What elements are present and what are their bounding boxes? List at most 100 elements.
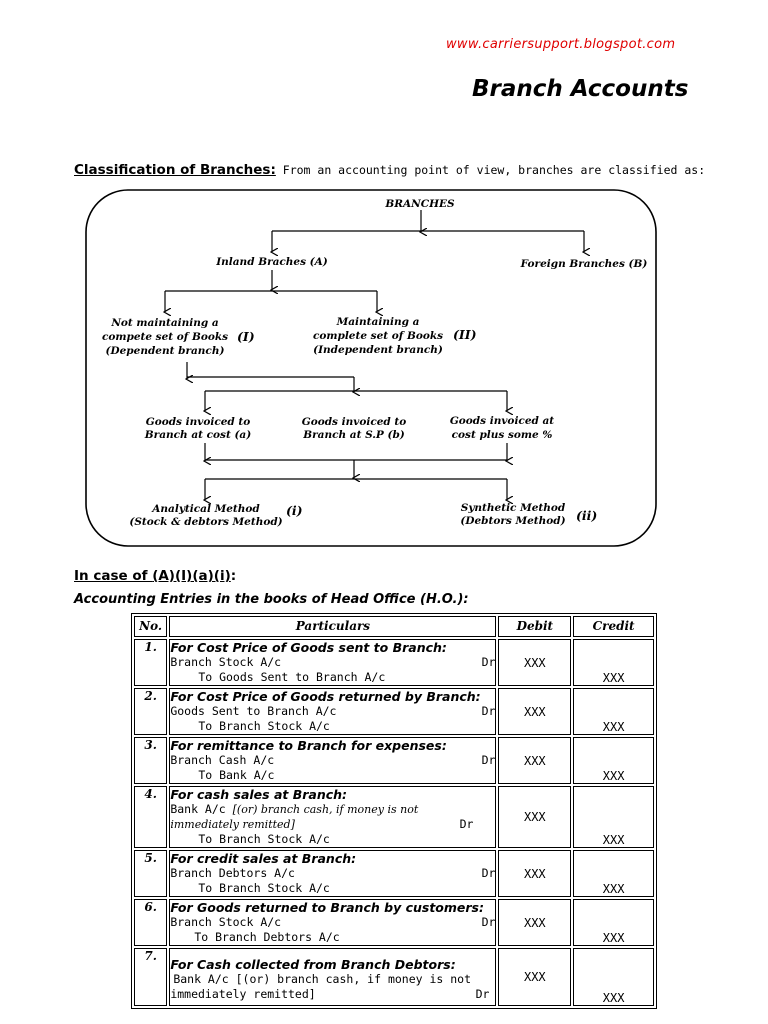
- dr-mark: Dr: [459, 817, 474, 831]
- debit-account: Branch Stock A/c: [170, 655, 282, 669]
- header-no: No.: [134, 616, 168, 637]
- accounting-entries-table: No. Particulars Debit Credit 1. For Cost…: [131, 613, 657, 1009]
- row-particulars: For Cost Price of Goods returned by Bran…: [169, 688, 497, 735]
- debit-line-cont: immediately remitted] Dr: [170, 987, 495, 1002]
- node-not-maintaining-tag: (I): [237, 329, 255, 344]
- credit-amount: XXX: [602, 931, 625, 945]
- node-maintaining-l3: (Independent branch): [313, 344, 443, 356]
- node-not-maintaining-l1: Not maintaining a: [110, 317, 219, 329]
- blog-url[interactable]: www.carriersupport.blogspot.com: [446, 37, 676, 52]
- dr-mark: Dr: [481, 915, 496, 929]
- table-header-row: No. Particulars Debit Credit: [134, 616, 654, 637]
- credit-line: To Goods Sent to Branch A/c: [198, 670, 386, 684]
- header-debit: Debit: [498, 616, 572, 637]
- debit-note-cont: immediately remitted]: [170, 987, 316, 1001]
- debit-amount: XXX: [523, 704, 546, 719]
- row-debit: XXX: [498, 948, 572, 1006]
- node-synthetic-l1: Synthetic Method: [461, 502, 566, 514]
- row-particulars: For credit sales at Branch: Branch Debto…: [169, 850, 497, 897]
- debit-amount: XXX: [523, 655, 546, 670]
- dr-mark: Dr: [475, 987, 490, 1001]
- entry-heading: For Cost Price of Goods sent to Branch:: [170, 640, 447, 655]
- dr-mark: Dr: [481, 655, 496, 669]
- row-debit: XXX: [498, 786, 572, 848]
- table-row: 6. For Goods returned to Branch by custo…: [134, 899, 654, 946]
- classification-text: From an accounting point of view, branch…: [275, 163, 706, 177]
- node-not-maintaining-l3: (Dependent branch): [106, 345, 225, 357]
- node-goods-cost-plus-l1: Goods invoiced at: [450, 415, 554, 427]
- dr-mark: Dr: [481, 704, 496, 718]
- node-analytical-l1: Analytical Method: [151, 503, 260, 515]
- row-credit: XXX: [573, 688, 654, 735]
- row-credit: XXX: [573, 948, 654, 1006]
- credit-line: To Branch Stock A/c: [198, 881, 330, 895]
- table-row: 1. For Cost Price of Goods sent to Branc…: [134, 639, 654, 686]
- entry-heading: For remittance to Branch for expenses:: [170, 738, 447, 753]
- node-goods-sp-l2: Branch at S.P (b): [302, 429, 405, 441]
- debit-note: [(or) branch cash, if money is not: [232, 803, 419, 816]
- debit-account: Branch Stock A/c: [170, 915, 282, 929]
- entry-heading: For Goods returned to Branch by customer…: [170, 900, 484, 915]
- page-title: Branch Accounts: [472, 76, 689, 102]
- case-heading-code: (A)(I)(a)(i): [152, 568, 231, 584]
- row-particulars: For remittance to Branch for expenses: B…: [169, 737, 497, 784]
- case-heading-prefix: In case of: [74, 568, 153, 584]
- credit-line: To Branch Debtors A/c: [194, 930, 340, 944]
- node-maintaining-tag: (II): [453, 327, 477, 342]
- node-inland: Inland Braches (A): [215, 256, 328, 268]
- row-no: 6.: [134, 899, 168, 946]
- debit-account: Branch Cash A/c: [170, 753, 275, 767]
- branch-classification-diagram: BRANCHES Inland Braches (A) Foreign Bran…: [85, 189, 657, 547]
- node-not-maintaining-l2: compete set of Books: [102, 331, 228, 343]
- credit-line: To Branch Stock A/c: [198, 719, 330, 733]
- row-debit: XXX: [498, 850, 572, 897]
- row-particulars: For Cost Price of Goods sent to Branch: …: [169, 639, 497, 686]
- table-row: 7. For Cash collected from Branch Debtor…: [134, 948, 654, 1006]
- node-synthetic-tag: (ii): [576, 508, 597, 523]
- node-goods-cost-l2: Branch at cost (a): [144, 429, 251, 441]
- node-goods-cost-l1: Goods invoiced to: [146, 416, 251, 428]
- row-no: 2.: [134, 688, 168, 735]
- row-particulars: For Goods returned to Branch by customer…: [169, 899, 497, 946]
- credit-amount: XXX: [602, 833, 625, 847]
- dr-mark: Dr: [481, 866, 496, 880]
- credit-amount: XXX: [602, 882, 625, 896]
- table-row: 4. For cash sales at Branch: Bank A/c [(…: [134, 786, 654, 848]
- credit-amount: XXX: [602, 769, 625, 783]
- debit-amount: XXX: [523, 753, 546, 768]
- entry-heading: For cash sales at Branch:: [170, 787, 348, 802]
- node-foreign: Foreign Branches (B): [520, 258, 648, 270]
- debit-line: Branch Stock A/c Dr: [170, 655, 495, 670]
- debit-amount: XXX: [523, 970, 546, 984]
- header-particulars: Particulars: [169, 616, 497, 637]
- case-heading: In case of (A)(I)(a)(i):: [74, 568, 236, 584]
- debit-account: Branch Debtors A/c: [170, 866, 295, 880]
- debit-amount: XXX: [523, 915, 546, 930]
- credit-amount: XXX: [602, 671, 625, 685]
- debit-line-cont: immediately remitted] Dr: [170, 817, 495, 832]
- classification-line: Classification of Branches: From an acco…: [74, 162, 705, 178]
- row-credit: XXX: [573, 850, 654, 897]
- credit-amount: XXX: [602, 991, 625, 1005]
- node-synthetic-l2: (Debtors Method): [460, 515, 565, 527]
- row-no: 3.: [134, 737, 168, 784]
- credit-amount: XXX: [602, 720, 625, 734]
- row-credit: XXX: [573, 639, 654, 686]
- debit-note-cont: immediately remitted]: [170, 818, 295, 831]
- table-row: 5. For credit sales at Branch: Branch De…: [134, 850, 654, 897]
- debit-line: Branch Stock A/c Dr: [170, 915, 495, 930]
- row-no: 4.: [134, 786, 168, 848]
- debit-line: Branch Debtors A/c Dr: [170, 866, 495, 881]
- row-no: 5.: [134, 850, 168, 897]
- credit-line: To Branch Stock A/c: [198, 832, 330, 846]
- row-credit: XXX: [573, 899, 654, 946]
- row-particulars: For Cash collected from Branch Debtors: …: [169, 948, 497, 1006]
- row-particulars: For cash sales at Branch: Bank A/c [(or)…: [169, 786, 497, 848]
- row-no: 7.: [134, 948, 168, 1006]
- debit-line: Bank A/c [(or) branch cash, if money is …: [170, 802, 495, 817]
- entry-heading: For Cost Price of Goods returned by Bran…: [170, 689, 481, 704]
- node-goods-sp-l1: Goods invoiced to: [302, 416, 407, 428]
- node-branches: BRANCHES: [384, 198, 455, 210]
